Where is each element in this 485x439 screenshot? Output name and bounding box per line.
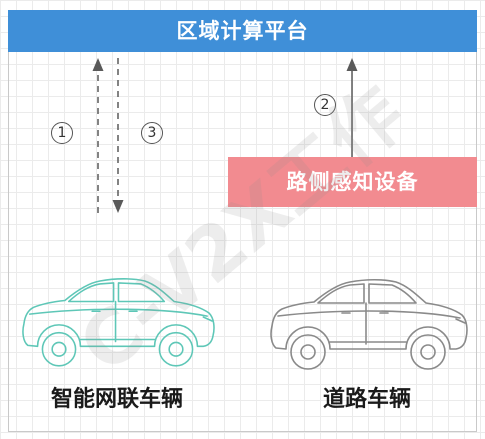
roadside-sensing-unit: 路侧感知设备 [228, 157, 477, 207]
regional-computing-platform: 区域计算平台 [8, 10, 477, 52]
step-2-badge: 2 [314, 94, 336, 116]
rsu-to-platform-arrow [346, 58, 358, 157]
vehicle-to-platform-arrow [92, 58, 104, 213]
road-vehicle-car-icon [270, 278, 468, 370]
platform-to-vehicle-arrow [112, 58, 124, 213]
road-vehicle-label: 道路车辆 [322, 387, 411, 412]
step-1-badge: 1 [51, 122, 73, 144]
step-3-badge: 3 [141, 122, 163, 144]
connected-vehicle-car-icon [22, 278, 215, 367]
connected-vehicle-label: 智能网联车辆 [50, 387, 183, 412]
